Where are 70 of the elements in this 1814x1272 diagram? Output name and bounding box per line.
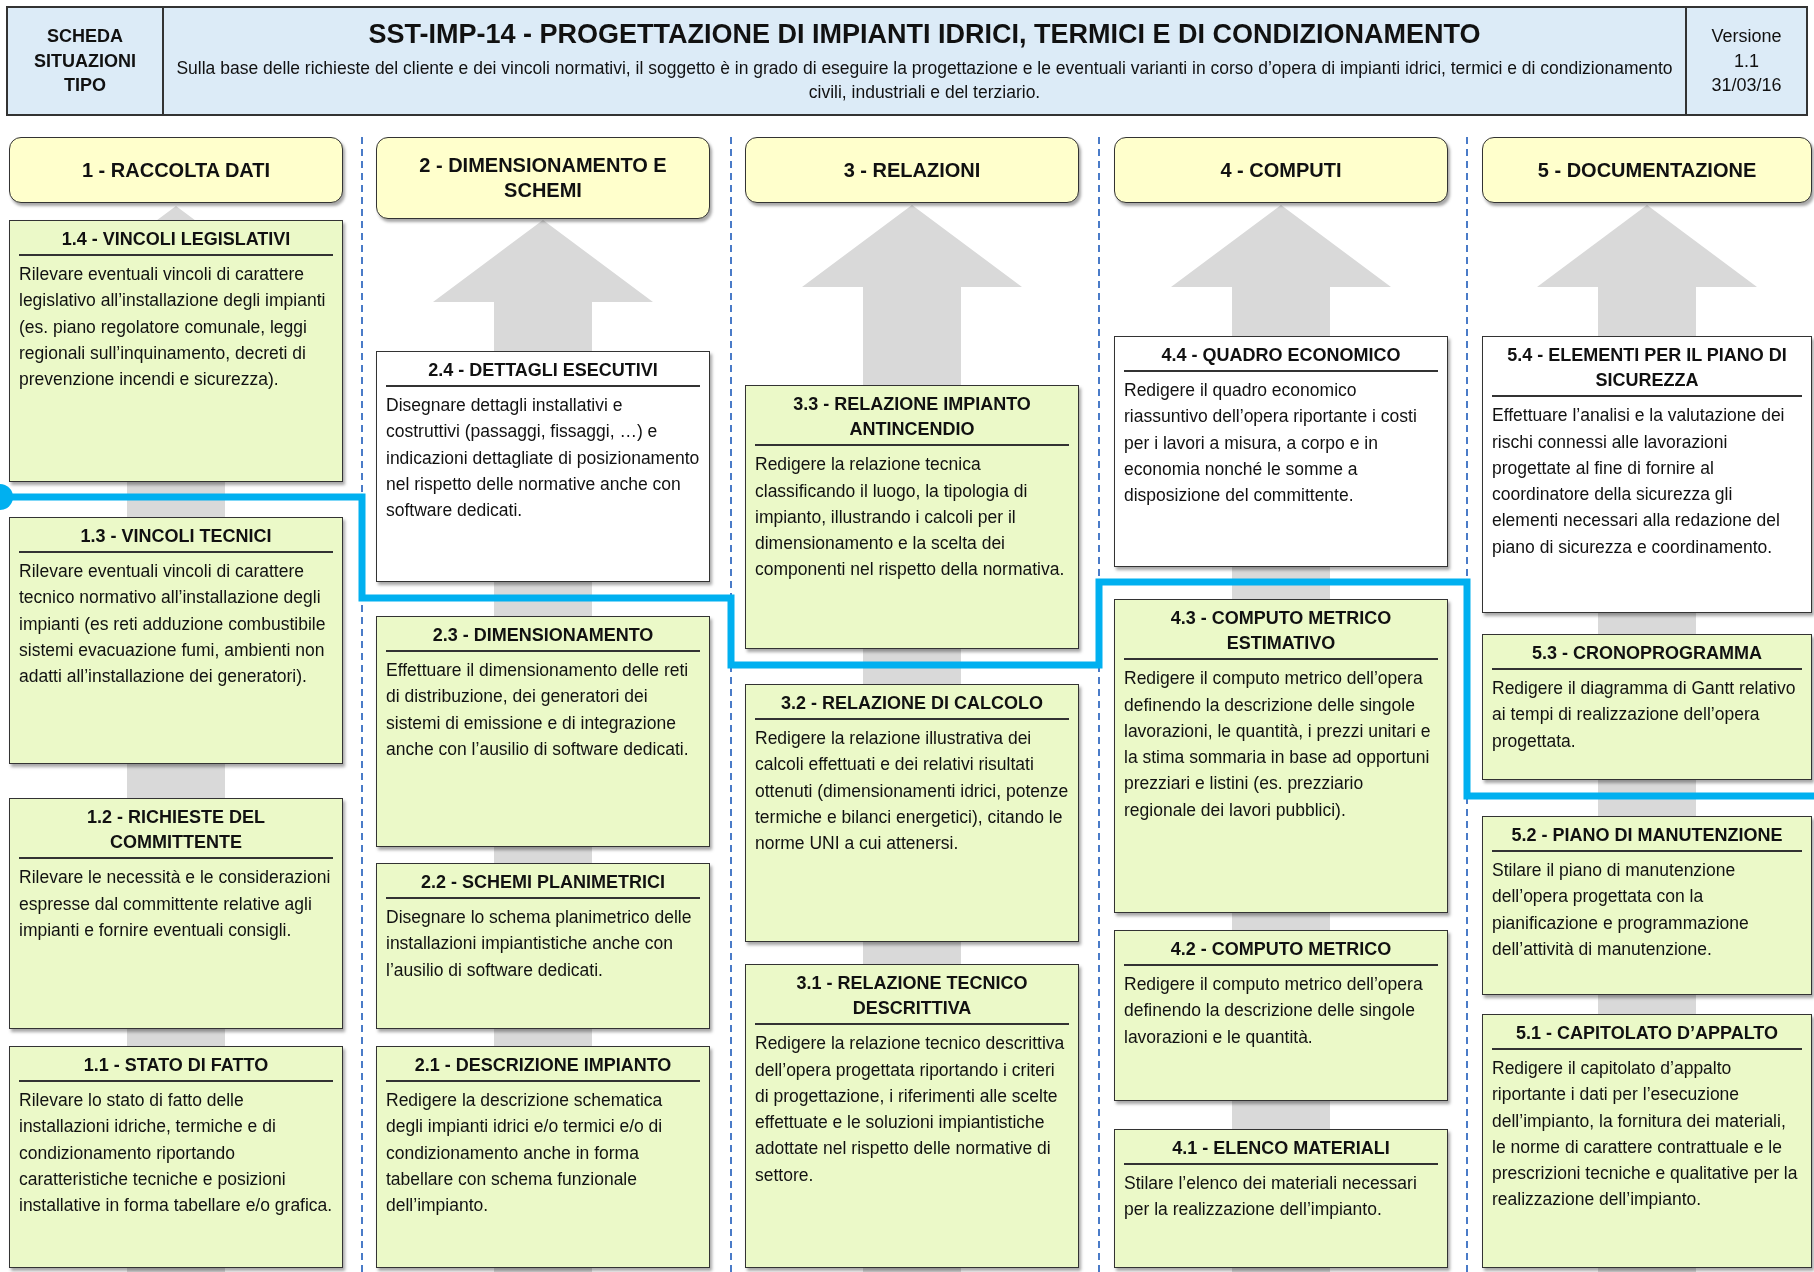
- sheet-title: SST-IMP-14 - PROGETTAZIONE DI IMPIANTI IDRICI, TERMICI E DI CONDIZIONAMENTO: [368, 18, 1481, 52]
- task-title: 4.2 - COMPUTO METRICO: [1124, 937, 1438, 967]
- task-description: Redigere il computo metrico dell’opera definendo la descrizione delle singole lavorazioni e le quantità.: [1124, 973, 1424, 1049]
- task-card: [1114, 1129, 1448, 1268]
- task-title: 4.4 - QUADRO ECONOMICO: [1124, 343, 1438, 373]
- task-card: [376, 351, 710, 582]
- task-title: 2.1 - DESCRIZIONE IMPIANTO: [386, 1053, 700, 1083]
- task-card: [376, 863, 710, 1029]
- task-description: Effettuare il dimensionamento delle reti di distribuzione, dei generatori dei sistemi di emissione e di integrazione anche con l’ausilio di software dedicati.: [386, 659, 690, 761]
- title-panel: [164, 6, 1687, 116]
- task-description: Redigere il computo metrico dell’opera definendo la descrizione delle singole lavorazioni, le quantità, i prezzi unitari e la stima sommaria in base ad opportuni prezziari e listini (es. prezziario regionale dei lavori pubblici).: [1124, 667, 1432, 822]
- task-title: 5.2 - PIANO DI MANUTENZIONE: [1492, 823, 1802, 853]
- task-card: [9, 220, 343, 482]
- task-card: [9, 798, 343, 1029]
- task-title: 2.4 - DETTAGLI ESECUTIVI: [386, 358, 700, 388]
- task-card: [1482, 336, 1812, 613]
- task-card: [9, 1046, 343, 1268]
- phase-header: 3 - RELAZIONI: [745, 137, 1079, 203]
- task-description: Rilevare eventuali vincoli di carattere legislativo all’installazione degli impianti (es. piano regolatore comunale, leggi regionali sull’inquinamento, decreti di prevenzione incendi e sicurezza).: [19, 263, 327, 392]
- task-description: Rilevare le necessità e le considerazioni espresse dal committente relative agli impianti e fornire eventuali consigli.: [19, 866, 332, 942]
- task-description: Rilevare eventuali vincoli di carattere tecnico normativo all’installazione degli impianti (es reti adduzione combustibile sistemi evacuazione fumi, ambienti non adatti all’installazione dei generatori).: [19, 560, 327, 689]
- phase-header: 5 - DOCUMENTAZIONE: [1482, 137, 1812, 203]
- task-title: 2.3 - DIMENSIONAMENTO: [386, 623, 700, 653]
- task-card: [9, 517, 343, 764]
- task-card: [745, 385, 1079, 649]
- task-title: 3.1 - RELAZIONE TECNICO DESCRITTIVA: [755, 971, 1069, 1026]
- task-description: Rilevare lo stato di fatto delle installazioni idriche, termiche e di condizionamento riportando caratteristiche tecniche e posizioni installative in forma tabellare e/o grafica.: [19, 1089, 333, 1218]
- task-card: [1482, 816, 1812, 995]
- version-text: Versione: [1711, 24, 1782, 48]
- task-card: [376, 616, 710, 847]
- sheet-description: Sulla base delle richieste del cliente e dei vincoli normativi, il soggetto è in grado di eseguire la progettazione e le eventuali varianti in corso d’opera di impianti idrici, termici e di condizionamento civili, industriali e del terziario.: [176, 56, 1673, 104]
- task-description: Redigere il quadro economico riassuntivo dell’opera riportante i costi per i lavori a misura, a corpo e in economia nonché le somme a disposizione del committente.: [1124, 379, 1418, 508]
- task-description: Stilare il piano di manutenzione dell’opera progettata con la pianificazione e programmazione dell’attività di manutenzione.: [1492, 859, 1750, 961]
- task-title: 1.2 - RICHIESTE DEL COMMITTENTE: [19, 805, 333, 860]
- task-card: [745, 964, 1079, 1268]
- phase-header: 2 - DIMENSIONAMENTO E SCHEMI: [376, 137, 710, 219]
- task-description: Effettuare l’analisi e la valutazione dei rischi connessi alle lavorazioni progettate al fine di fornire al coordinatore della sicurezza gli elementi necessari alla redazione del piano di sicurezza e coordinamento.: [1492, 404, 1786, 559]
- phase-header: 1 - RACCOLTA DATI: [9, 137, 343, 203]
- task-title: 5.4 - ELEMENTI PER IL PIANO DI SICUREZZA: [1492, 343, 1802, 398]
- task-description: Redigere il capitolato d’appalto riportante i dati per l’esecuzione dell’impianto, la fornitura dei materiali, le norme di carattere contrattuale e le prescrizioni tecniche e qualitative per la realizzazione dell’impianto.: [1492, 1057, 1799, 1212]
- task-title: 4.3 - COMPUTO METRICO ESTIMATIVO: [1124, 606, 1438, 661]
- task-description: Redigere il diagramma di Gantt relativo ai tempi di realizzazione dell’opera progettata.: [1492, 677, 1797, 753]
- version-panel: [1687, 6, 1808, 116]
- task-title: 4.1 - ELENCO MATERIALI: [1124, 1136, 1438, 1166]
- task-title: 1.4 - VINCOLI LEGISLATIVI: [19, 227, 333, 257]
- task-description: Redigere la relazione illustrativa dei calcoli effettuati e dei relativi risultati ottenuti (dimensionamenti idrici, potenze termiche e bilanci energetici), citando le norme UNI a cui attenersi.: [755, 727, 1069, 856]
- task-card: [1114, 336, 1448, 567]
- task-description: Redigere la relazione tecnica classificando il luogo, la tipologia di impianto, illustrando i calcoli per il dimensionamento e la scelta dei componenti nel rispetto della normativa.: [755, 453, 1066, 582]
- task-description: Disegnare dettagli installativi e costruttivi (passaggi, fissaggi, …) e indicazioni dettagliate di posizionamento nel rispetto delle normative anche con software dedicati.: [386, 394, 700, 523]
- task-title: 1.1 - STATO DI FATTO: [19, 1053, 333, 1083]
- sheet-type-label: SCHEDA SITUAZIONI TIPO: [6, 6, 164, 116]
- task-card: [1114, 599, 1448, 913]
- task-title: 1.3 - VINCOLI TECNICI: [19, 524, 333, 554]
- task-title: 3.2 - RELAZIONE DI CALCOLO: [755, 691, 1069, 721]
- task-description: Disegnare lo schema planimetrico delle installazioni impiantistiche anche con l’ausilio di software dedicati.: [386, 906, 693, 982]
- version-text: 1.1: [1734, 49, 1759, 73]
- task-title: 3.3 - RELAZIONE IMPIANTO ANTINCENDIO: [755, 392, 1069, 447]
- task-card: [1482, 634, 1812, 780]
- task-card: [1114, 930, 1448, 1101]
- task-description: Stilare l’elenco dei materiali necessari per la realizzazione dell’impianto.: [1124, 1172, 1418, 1222]
- phase-header: 4 - COMPUTI: [1114, 137, 1448, 203]
- task-title: 2.2 - SCHEMI PLANIMETRICI: [386, 870, 700, 900]
- task-card: [1482, 1014, 1812, 1268]
- task-card: [745, 684, 1079, 942]
- task-title: 5.3 - CRONOPROGRAMMA: [1492, 641, 1802, 671]
- task-description: Redigere la descrizione schematica degli impianti idrici e/o termici e/o di condizionamento anche in forma tabellare con schema funzionale dell’impianto.: [386, 1089, 664, 1218]
- version-text: 31/03/16: [1711, 74, 1782, 98]
- task-card: [376, 1046, 710, 1268]
- task-description: Redigere la relazione tecnico descrittiva dell’opera progettata riportando i criteri di progettazione, i riferimenti alle scelte effettuate e le soluzioni impiantistiche adottate nel rispetto delle normative di settore.: [755, 1032, 1066, 1187]
- task-title: 5.1 - CAPITOLATO D’APPALTO: [1492, 1021, 1802, 1051]
